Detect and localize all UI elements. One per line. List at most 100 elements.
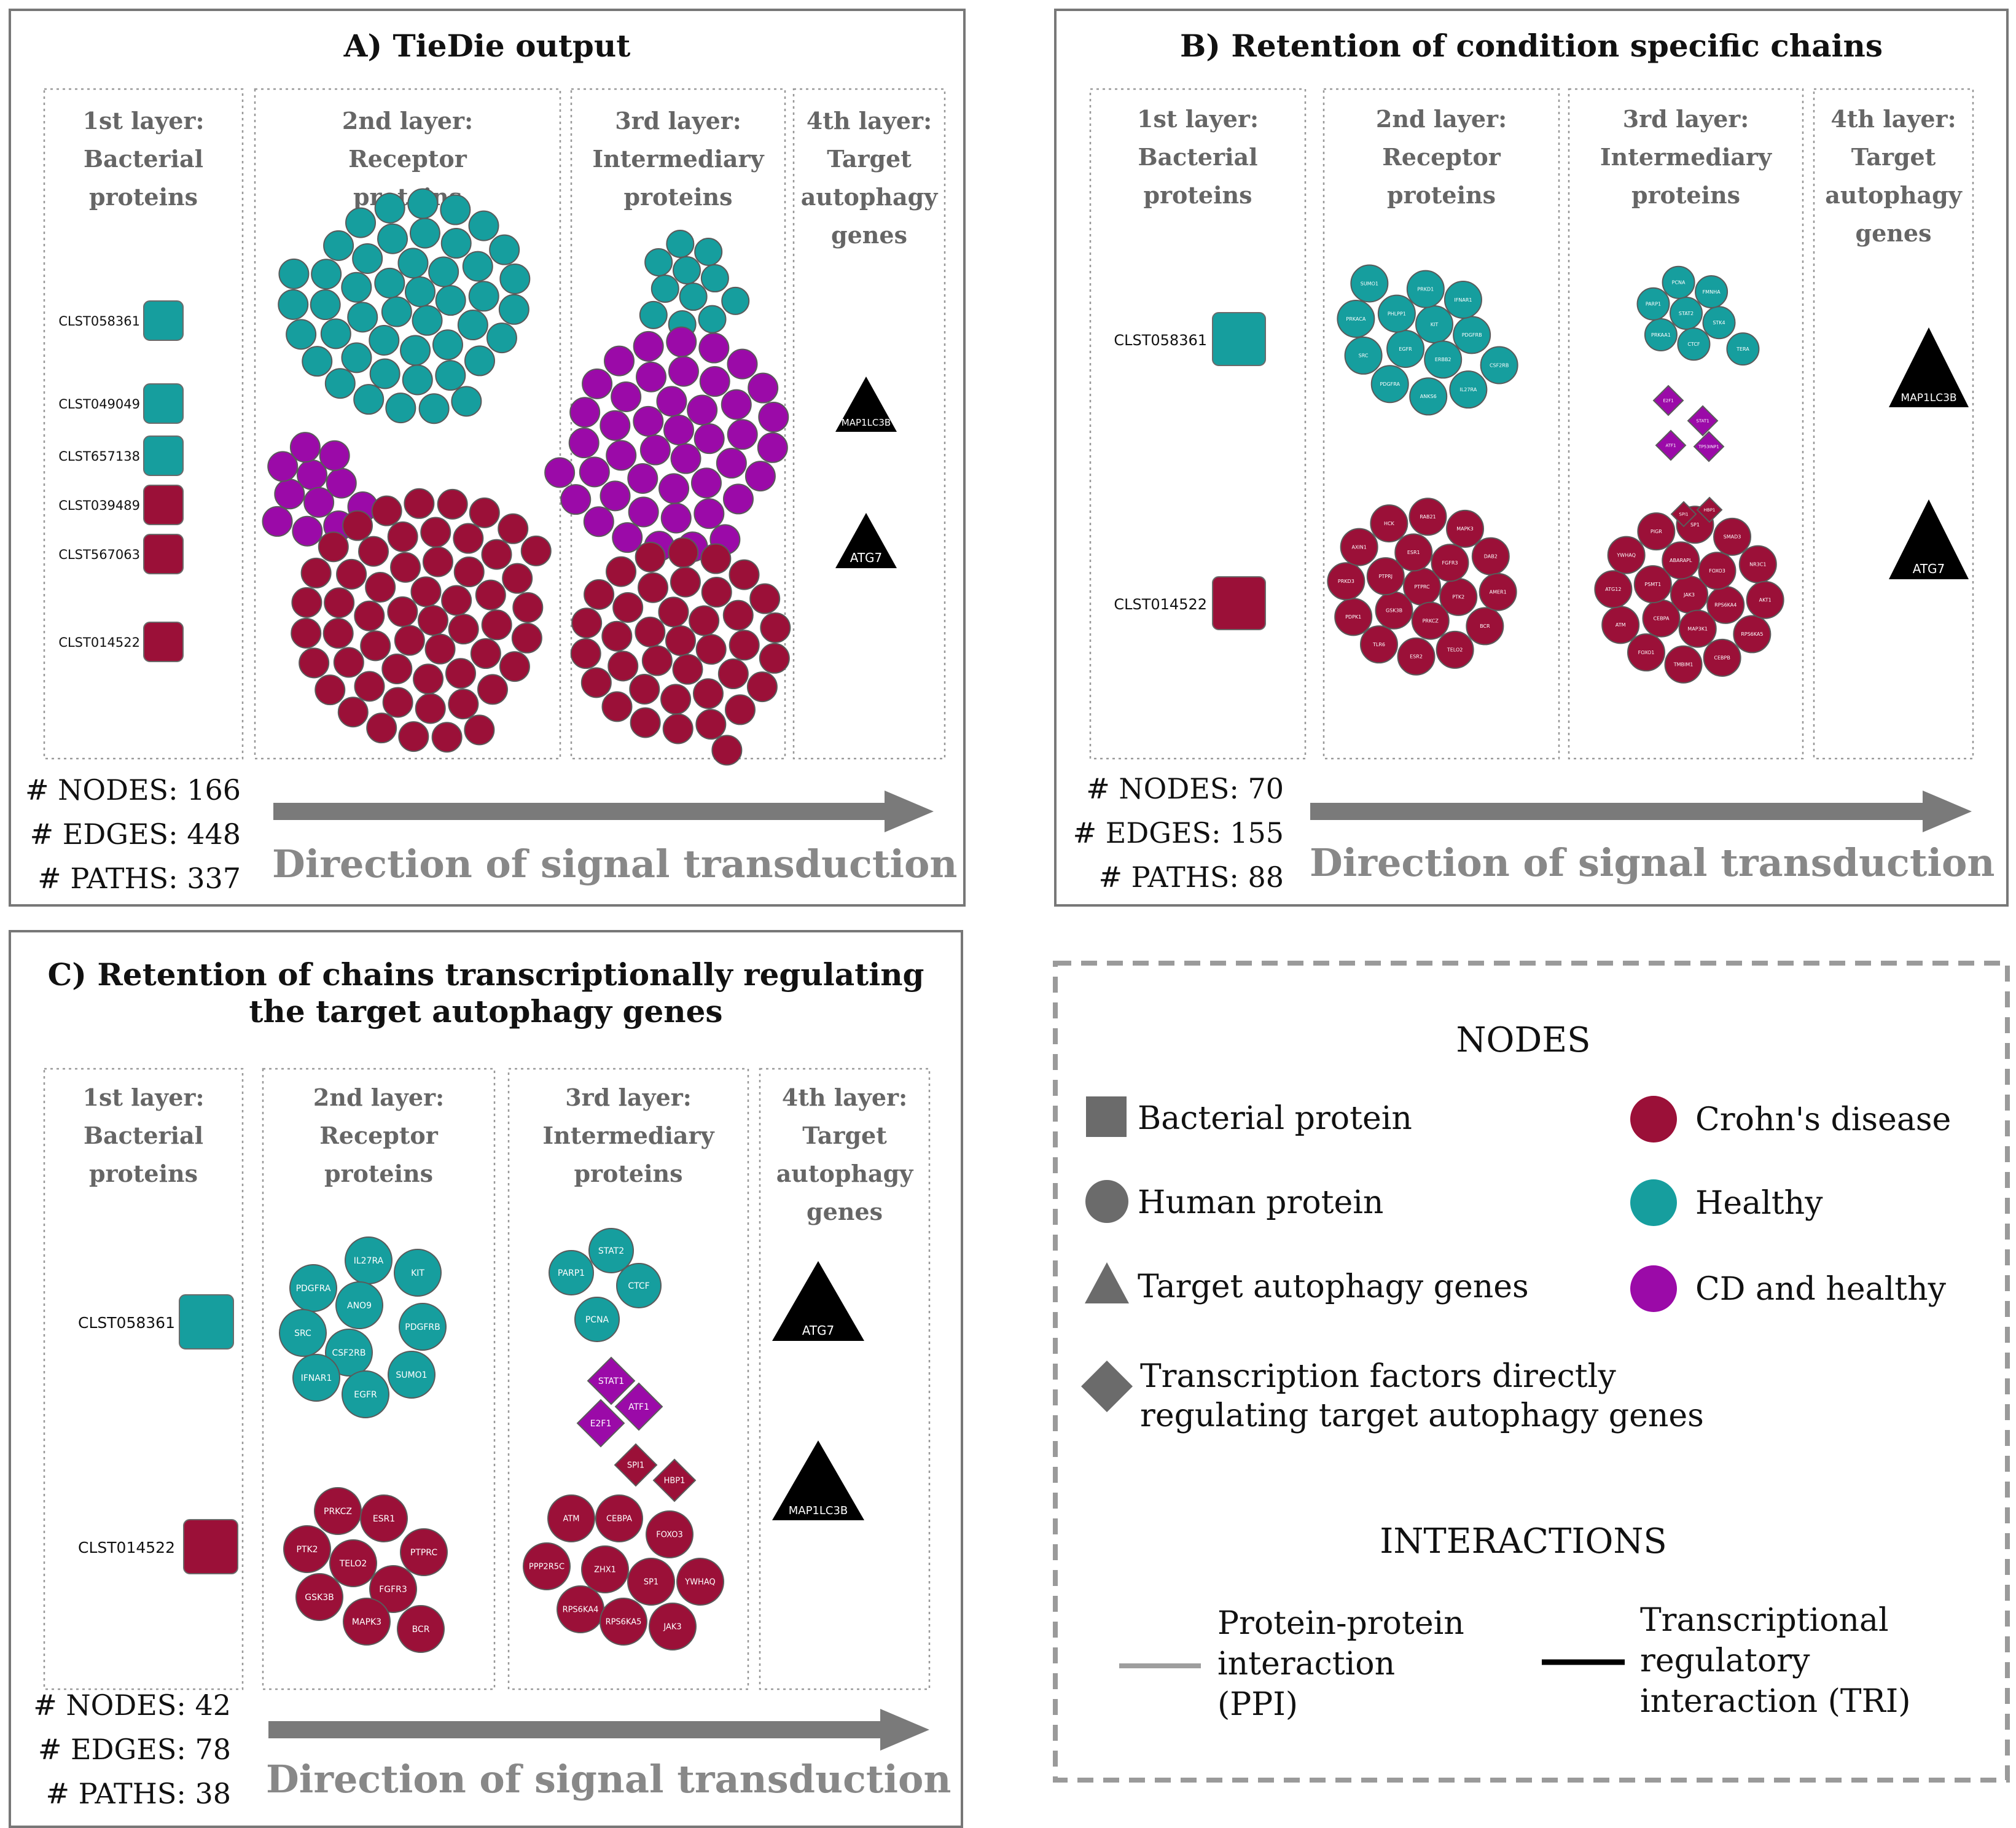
- panel-B-intermediary-healthy-node: [1677, 327, 1711, 361]
- panel-A-intermediary-crohns-node: [692, 678, 724, 709]
- panel-B-intermediary-healthy-node: [1644, 318, 1678, 352]
- panel-A-intermediary-crohns-node: [662, 713, 693, 744]
- panel-B-intermediary-healthy-node: [1695, 275, 1729, 308]
- panel-A-intermediary-crohns-node: [695, 709, 727, 740]
- panel-A-intermediary-crohns-node: [601, 691, 633, 722]
- panel-B-intermediary-crohns-node-label: RPS6KA4: [1714, 603, 1737, 608]
- panel-B-receptor-healthy-node: [1480, 346, 1518, 385]
- panel-A-intermediary-crohns-node: [665, 625, 696, 656]
- panel-A-layer-4-label: autophagy: [801, 183, 939, 211]
- panel-B-bacterial-node: [1212, 576, 1266, 630]
- panel-B-receptor-healthy-node-label: PRKACA: [1346, 316, 1365, 322]
- panel-A-layer-1-box: [43, 88, 244, 760]
- panel-A-intermediary-both-node: [600, 480, 631, 512]
- panel-A-intermediary-both-node: [687, 394, 718, 426]
- panel-A-bacterial-node: [143, 383, 184, 424]
- panel-A-intermediary-crohns-node: [580, 667, 612, 698]
- panel-A-receptor-healthy-node: [489, 234, 520, 265]
- panel-C-receptor-healthy-node-label: PDGFRA: [296, 1284, 331, 1294]
- legend-triangle-icon: [1085, 1262, 1129, 1303]
- panel-B-receptor-healthy-node: [1350, 264, 1389, 303]
- panel-C-intermediary-crohns-node-label: PPP2R5C: [529, 1563, 565, 1572]
- panel-A-intermediary-crohns-node: [672, 654, 703, 685]
- panel-A-bacterial-label: CLST657138: [58, 449, 140, 464]
- panel-B-bacterial-node: [1212, 312, 1266, 366]
- panel-B-receptor-crohns-node: [1327, 562, 1365, 601]
- panel-B-intermediary-crohns-node: [1703, 638, 1741, 677]
- panel-B-intermediary-crohns-node-label: RPS6KA5: [1741, 631, 1763, 637]
- panel-B-stat-2: # PATHS: 88: [1098, 861, 1284, 894]
- panel-B-layer-3-label: 3rd layer:: [1623, 105, 1749, 133]
- panel-B-intermediary-crohns-node-label: SMAD3: [1724, 534, 1741, 540]
- panel-B-direction-arrow: [1310, 803, 1929, 820]
- panel-B-direction-arrowhead: [1923, 791, 1972, 832]
- panel-A-intermediary-crohns-node: [724, 694, 756, 725]
- panel-A-intermediary-crohns-node: [606, 556, 637, 587]
- panel-A-receptor-healthy-node: [377, 223, 408, 254]
- panel-B-intermediary-crohns-node: [1713, 517, 1752, 556]
- panel-C-intermediary-crohns-node: [627, 1558, 675, 1606]
- panel-B-receptor-crohns-node: [1370, 504, 1408, 543]
- panel-C-layer-2-label: Receptor: [319, 1122, 439, 1149]
- panel-B-intermediary-healthy-node: [1726, 332, 1760, 366]
- panel-C-frame: [9, 930, 963, 1828]
- panel-A-receptor-crohns-node: [382, 687, 413, 718]
- panel-A-target-node-label: ATG7: [850, 550, 883, 565]
- panel-A-layer-3-label: proteins: [623, 183, 732, 211]
- panel-B-tf-both-node-label: STAT1: [1696, 418, 1709, 423]
- panel-B-receptor-healthy-node-label: PDGFRA: [1380, 381, 1400, 387]
- panel-C-intermediary-crohns-node-label: SP1: [644, 1578, 658, 1587]
- panel-B-receptor-healthy-node-label: ERBB2: [1435, 357, 1451, 362]
- panel-A-receptor-crohns-node: [387, 596, 418, 627]
- panel-A-intermediary-healthy-node: [679, 283, 708, 311]
- panel-A-receptor-crohns-node: [431, 722, 463, 753]
- panel-A-bacterial-node: [143, 534, 184, 574]
- panel-A-receptor-crohns-node: [390, 552, 421, 583]
- panel-B-layer-4-label: autophagy: [1825, 181, 1963, 209]
- panel-C-receptor-healthy-node-label: SUMO1: [396, 1370, 427, 1380]
- legend-ppi-label: (PPI): [1217, 1686, 1298, 1723]
- panel-B-receptor-crohns-node: [1466, 607, 1504, 646]
- panel-B-target-node-label: MAP1LC3B: [1901, 392, 1956, 404]
- panel-C-layer-2-label: proteins: [324, 1160, 433, 1187]
- panel-A-bacterial-label: CLST058361: [58, 314, 140, 329]
- panel-A-receptor-healthy-node: [468, 281, 499, 312]
- panel-C-intermediary-crohns-node-label: FOXO3: [656, 1531, 682, 1540]
- panel-B-layer-2-box: [1323, 88, 1560, 760]
- panel-A-stat-0: # NODES: 166: [25, 773, 241, 807]
- panel-A-receptor-healthy-node: [435, 285, 466, 316]
- panel-A-receptor-crohns-node: [424, 633, 456, 665]
- panel-A-direction-label: Direction of signal transduction: [272, 842, 957, 886]
- panel-A-receptor-healthy-node: [374, 267, 405, 299]
- legend-color-healthy-label: Healthy: [1695, 1185, 1823, 1222]
- panel-A-intermediary-crohns-node: [759, 643, 790, 674]
- panel-C-intermediary-healthy-node: [588, 1228, 634, 1273]
- panel-C-intermediary-healthy-node: [549, 1250, 594, 1295]
- panel-C-receptor-healthy-node-label: SRC: [294, 1329, 311, 1338]
- panel-A-receptor-healthy-node: [347, 302, 378, 333]
- panel-C-tf-both-node-label: ATF1: [628, 1402, 649, 1412]
- legend-tri-label: regulatory: [1640, 1642, 1810, 1679]
- panel-A-intermediary-crohns-node: [695, 634, 727, 665]
- panel-A-receptor-healthy-node: [498, 294, 529, 325]
- panel-A-receptor-both-node: [319, 440, 350, 471]
- panel-A-receptor-healthy-node: [302, 346, 333, 377]
- panel-B-intermediary-crohns-node-label: SP1: [1690, 522, 1700, 528]
- panel-A-receptor-both-node: [267, 451, 299, 482]
- panel-A-receptor-crohns-node: [360, 630, 391, 662]
- panel-B-target-node-label: ATG7: [1913, 561, 1945, 576]
- panel-B-layer-4-box: [1813, 88, 1974, 760]
- panel-A-intermediary-crohns-node: [635, 541, 666, 572]
- panel-A-intermediary-crohns-node: [641, 645, 673, 676]
- panel-A-receptor-healthy-node: [374, 192, 405, 224]
- panel-B-intermediary-crohns-node: [1633, 565, 1672, 604]
- panel-B-intermediary-healthy-node-label: PRKAA1: [1651, 332, 1671, 338]
- panel-A-intermediary-both-node: [722, 483, 754, 515]
- panel-A-receptor-crohns-node: [511, 622, 542, 654]
- panel-B-intermediary-crohns-node-label: ATG12: [1605, 587, 1621, 592]
- panel-B-receptor-crohns-node: [1366, 557, 1405, 596]
- panel-A-direction-arrow: [273, 803, 891, 820]
- panel-A-receptor-crohns-node: [394, 625, 425, 656]
- panel-A-intermediary-healthy-node: [721, 286, 750, 315]
- legend-frame: [1053, 961, 2010, 1783]
